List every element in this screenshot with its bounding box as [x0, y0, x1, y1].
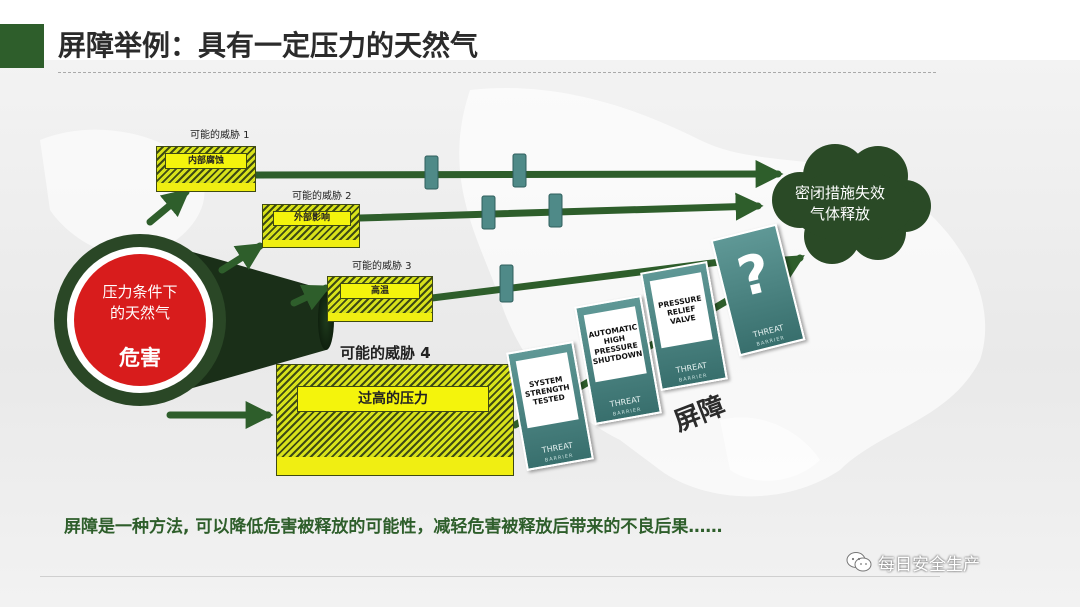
footer-divider: [40, 576, 940, 577]
threat-1-box: 内部腐蚀: [156, 146, 256, 192]
barrier-post-icon: [512, 153, 527, 188]
threat-3-label: 可能的威胁 3: [352, 261, 412, 272]
threat-2-text: 外部影响: [273, 211, 351, 226]
barrier-card-text: PRESSURE RELIEF VALVE: [649, 272, 713, 349]
title-divider: [58, 72, 936, 73]
threat-1-label: 可能的威胁 1: [190, 130, 250, 141]
arrow-icon: [146, 188, 191, 226]
threat-3-box: 高温: [327, 276, 433, 322]
threat-1-text: 内部腐蚀: [165, 153, 247, 169]
hazard-cylinder: [54, 234, 334, 406]
arrow-icon: [218, 242, 265, 274]
title-accent-bar: [0, 24, 44, 68]
threat-2-box: 外部影响: [262, 204, 360, 248]
barrier-card-text: SYSTEM STRENGTH TESTED: [515, 352, 579, 429]
arrow-icon: [290, 284, 332, 311]
cloud-icon: [772, 144, 931, 264]
hazard-description: 压力条件下 的天然气: [78, 282, 202, 324]
barrier-post-icon: [481, 195, 496, 230]
barrier-post-icon: [424, 155, 439, 190]
hazard-text: 压力条件下 的天然气: [102, 283, 178, 322]
wechat-icon: [846, 552, 872, 572]
barrier-post-icon: [499, 264, 514, 303]
hazard-label: 危害: [119, 346, 161, 370]
threat-4-label: 可能的威胁 4: [340, 344, 431, 362]
barrier-card-text: AUTOMATIC HIGH PRESSURE SHUTDOWN: [583, 306, 647, 383]
watermark-text: 每日安全生产: [878, 554, 980, 575]
arrow-icon: [428, 244, 774, 302]
watermark: 每日安全生产: [846, 548, 980, 576]
barrier-post-icon: [548, 193, 563, 228]
barrier-posts: [424, 153, 563, 303]
threat-3-text: 高温: [340, 283, 420, 299]
question-mark-icon: ?: [731, 240, 778, 310]
threat-2-label: 可能的威胁 2: [292, 191, 352, 202]
threat-4-box: 过高的压力: [276, 364, 514, 476]
threat-4-text: 过高的压力: [297, 386, 489, 412]
slide-caption: 屏障是一种方法, 可以降低危害被释放的可能性，减轻危害被释放后带来的不良后果……: [64, 517, 723, 537]
top-event-label: 密闭措施失效 气体释放: [794, 184, 885, 223]
slide-title: 屏障举例：具有一定压力的天然气: [58, 29, 479, 62]
top-event-text: 密闭措施失效 气体释放: [772, 183, 908, 225]
